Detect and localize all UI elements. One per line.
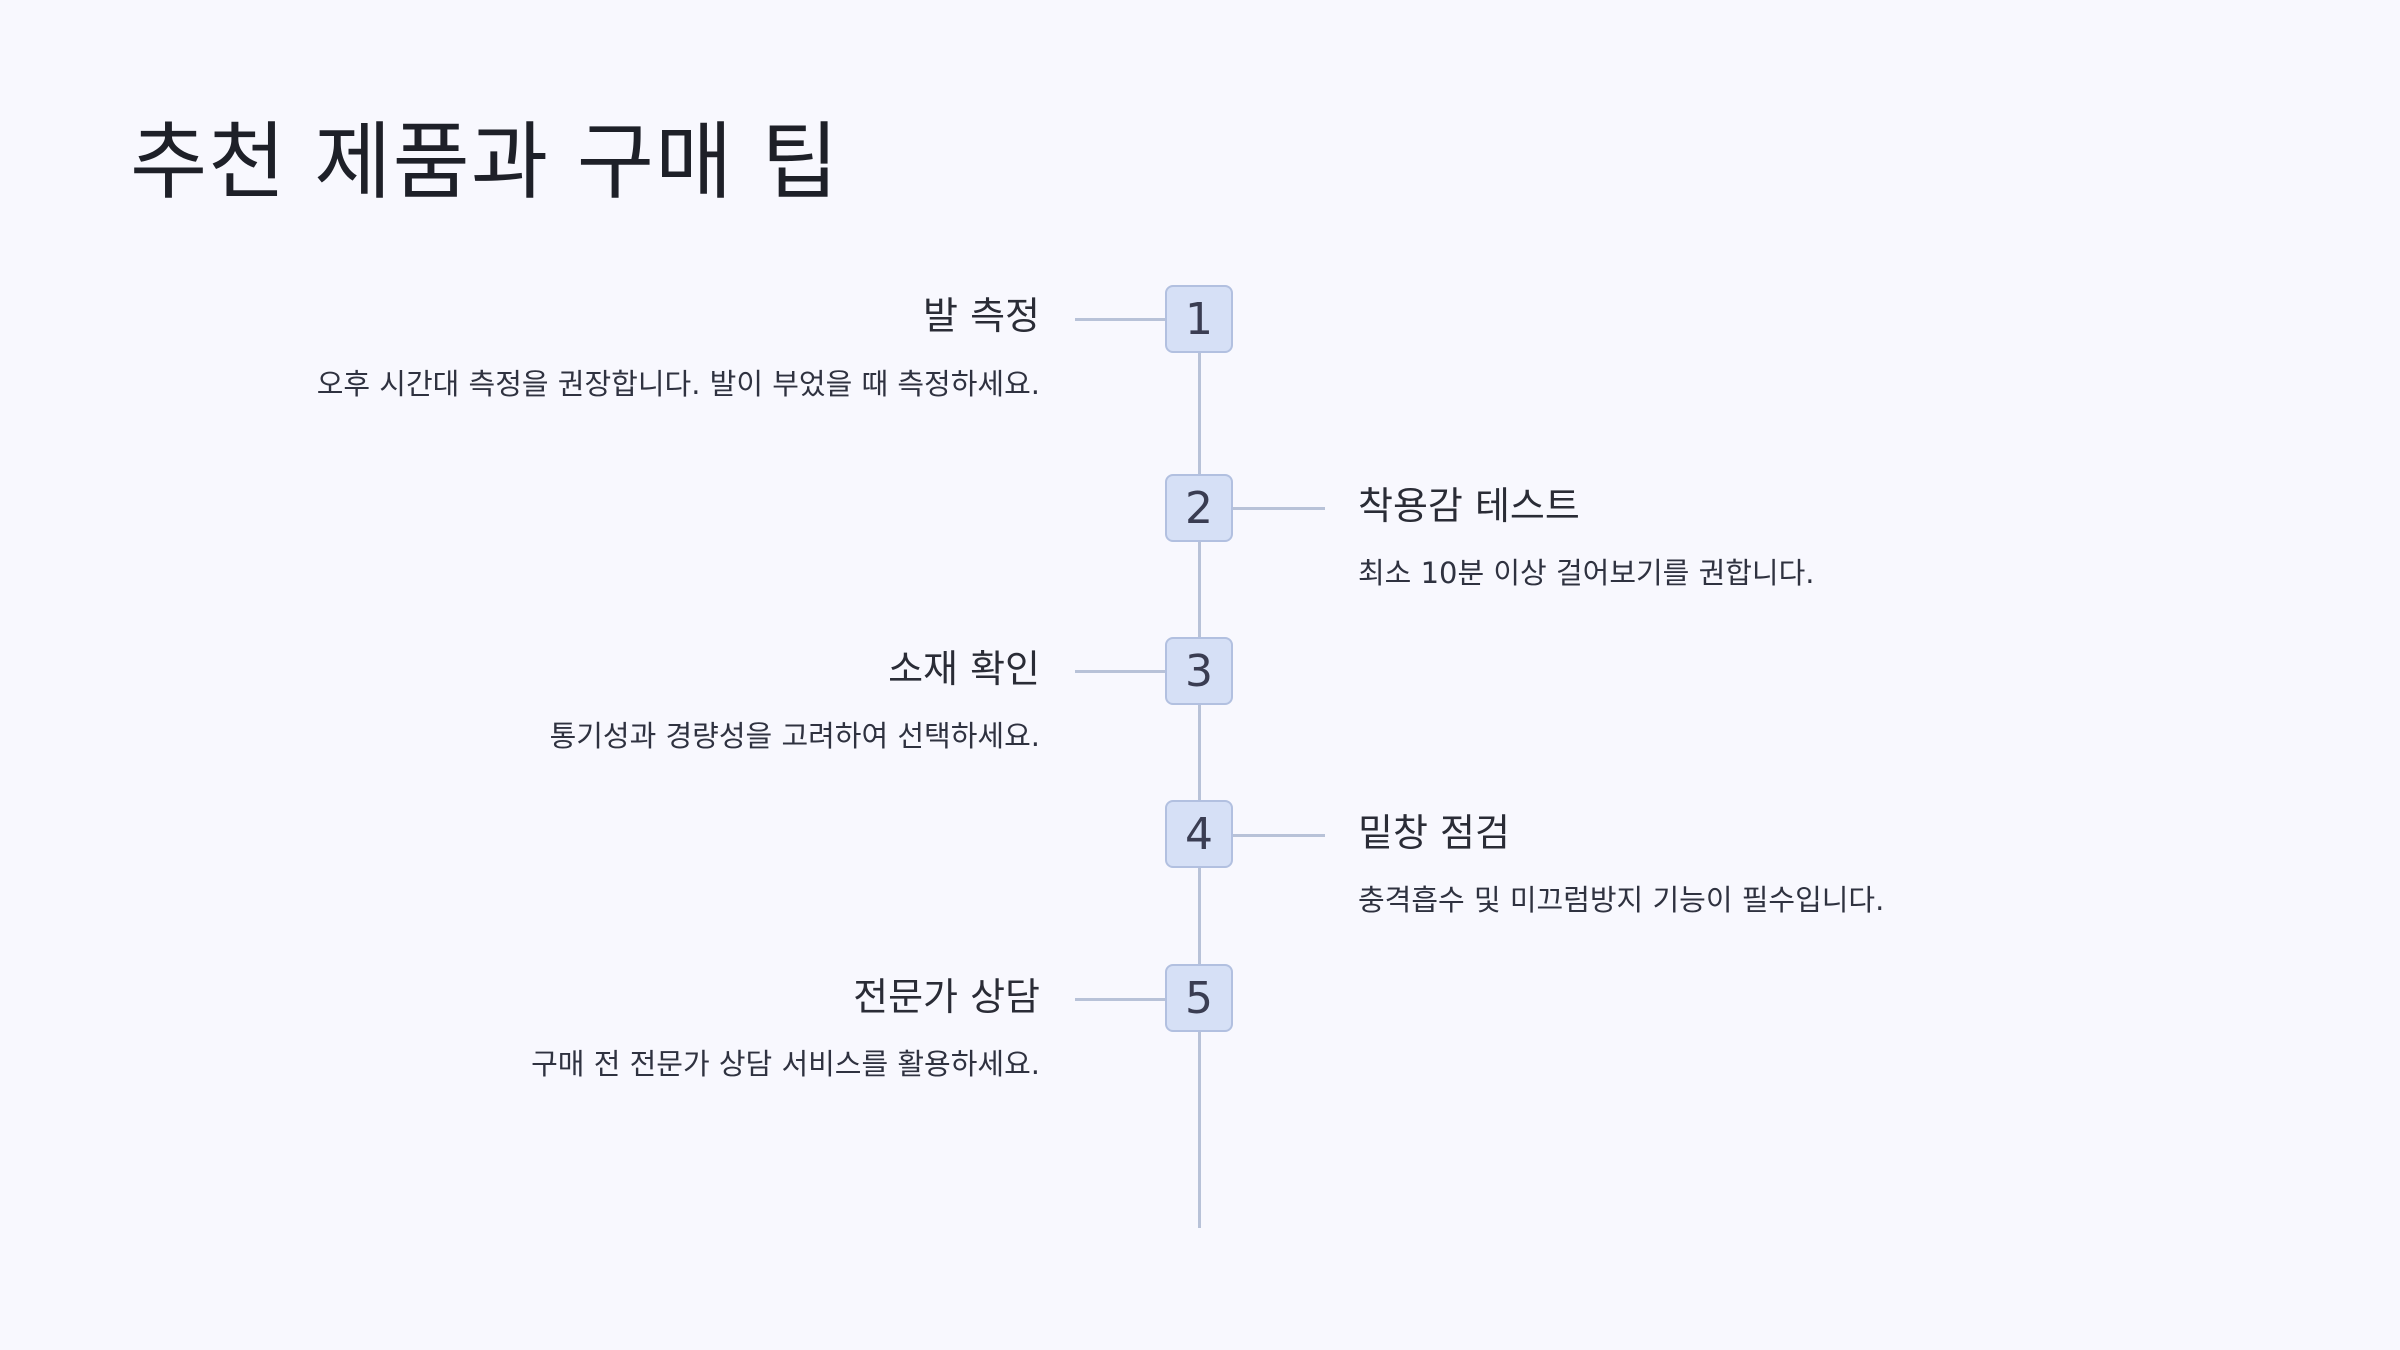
step-1-description: 오후 시간대 측정을 권장합니다. 발이 부었을 때 측정하세요. bbox=[316, 367, 1040, 401]
step-4-badge: 4 bbox=[1165, 800, 1233, 868]
step-1-connector bbox=[1075, 318, 1167, 321]
step-3-connector bbox=[1075, 670, 1167, 673]
step-3-badge: 3 bbox=[1165, 637, 1233, 705]
step-5-badge: 5 bbox=[1165, 964, 1233, 1032]
step-3-title: 소재 확인 bbox=[888, 647, 1040, 691]
step-1-title: 발 측정 bbox=[923, 294, 1040, 338]
step-2-connector bbox=[1233, 507, 1325, 510]
step-2-badge: 2 bbox=[1165, 474, 1233, 542]
step-2-title: 착용감 테스트 bbox=[1358, 484, 1580, 528]
step-5-description: 구매 전 전문가 상담 서비스를 활용하세요. bbox=[531, 1047, 1040, 1081]
step-5-title: 전문가 상담 bbox=[853, 975, 1040, 1019]
step-1-badge: 1 bbox=[1165, 285, 1233, 353]
step-4-description: 충격흡수 및 미끄럼방지 기능이 필수입니다. bbox=[1358, 883, 1885, 917]
step-5-connector bbox=[1075, 998, 1167, 1001]
step-4-title: 밑창 점검 bbox=[1358, 811, 1510, 855]
step-4-connector bbox=[1233, 834, 1325, 837]
step-3-description: 통기성과 경량성을 고려하여 선택하세요. bbox=[549, 719, 1040, 753]
page-title: 추천 제품과 구매 팁 bbox=[130, 113, 840, 211]
timeline-axis bbox=[1198, 320, 1201, 1228]
step-2-description: 최소 10분 이상 걸어보기를 권합니다. bbox=[1358, 556, 1815, 590]
